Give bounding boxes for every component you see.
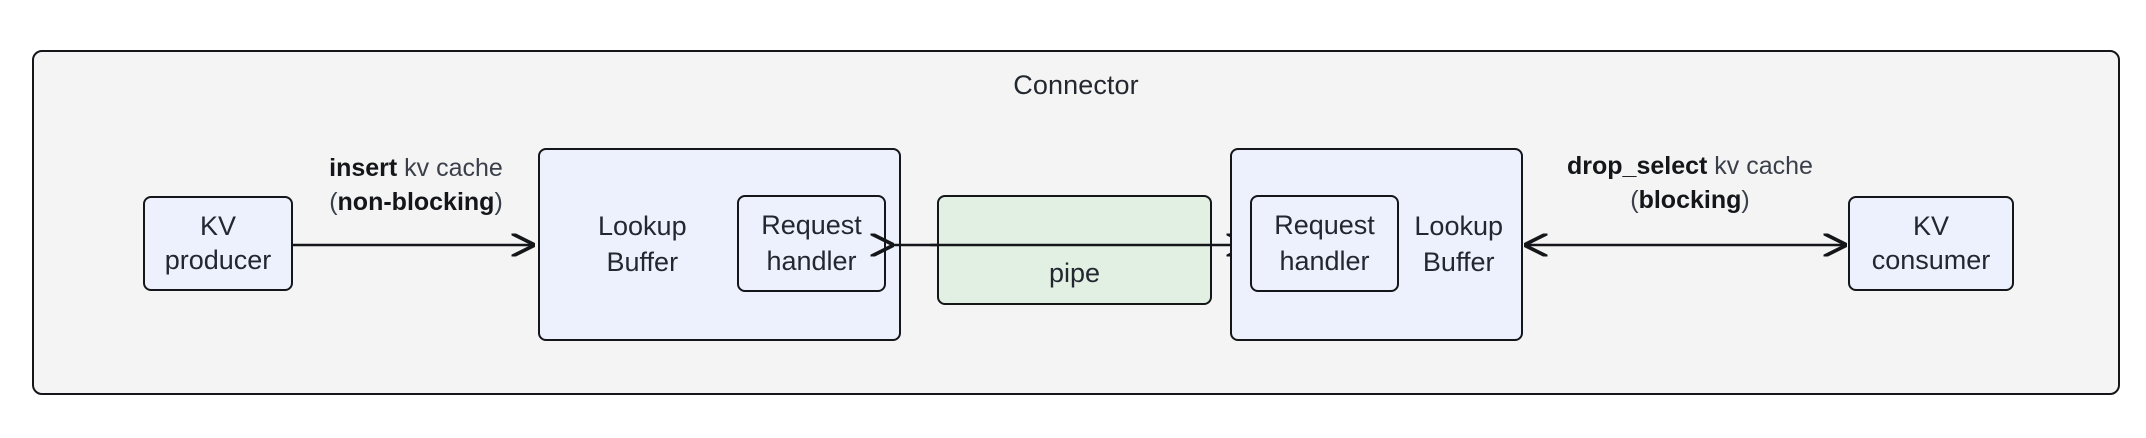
insert-paren-open: (	[329, 187, 338, 216]
pipe-node: pipe	[937, 195, 1212, 305]
kv-consumer-label-line2: consumer	[1871, 244, 1991, 275]
lookup-buffer-right-label-line2: Buffer	[1422, 246, 1495, 277]
request-handler-right-node: Request handler	[1250, 195, 1399, 292]
edge-label-insert: insert kv cache (non-blocking)	[288, 152, 544, 220]
lookup-buffer-right-label-line1: Lookup	[1414, 211, 1503, 242]
lookup-buffer-left-label-line1: Lookup	[598, 211, 687, 242]
lookup-buffer-left-label-line2: Buffer	[606, 246, 679, 277]
request-handler-left-label-line2: handler	[766, 245, 857, 276]
request-handler-left-label-line1: Request	[761, 210, 862, 241]
drop-select-rest: kv cache	[1707, 152, 1813, 180]
connector-title: Connector	[1013, 70, 1139, 100]
insert-paren-close: )	[494, 187, 503, 216]
drop-select-bold-prefix: drop_select	[1567, 152, 1708, 180]
kv-producer-label-line2: producer	[164, 244, 272, 275]
request-handler-right-label-line1: Request	[1274, 210, 1375, 241]
drop-select-paren-close: )	[1741, 185, 1750, 214]
kv-consumer-label-line1: KV	[1912, 210, 1949, 241]
insert-bold-mode: non-blocking	[337, 187, 495, 216]
request-handler-right-label-line2: handler	[1279, 245, 1370, 276]
kv-producer-label-line1: KV	[199, 210, 236, 241]
kv-producer-node: KV producer	[143, 196, 293, 291]
request-handler-left-node: Request handler	[737, 195, 886, 292]
drop-select-bold-mode: blocking	[1638, 185, 1742, 214]
pipe-label: pipe	[1048, 258, 1101, 289]
drop-select-paren-open: (	[1630, 185, 1639, 214]
insert-bold-prefix: insert	[329, 154, 398, 182]
kv-consumer-node: KV consumer	[1848, 196, 2014, 291]
insert-rest: kv cache	[397, 154, 503, 182]
edge-label-drop-select: drop_select kv cache (blocking)	[1540, 150, 1840, 218]
